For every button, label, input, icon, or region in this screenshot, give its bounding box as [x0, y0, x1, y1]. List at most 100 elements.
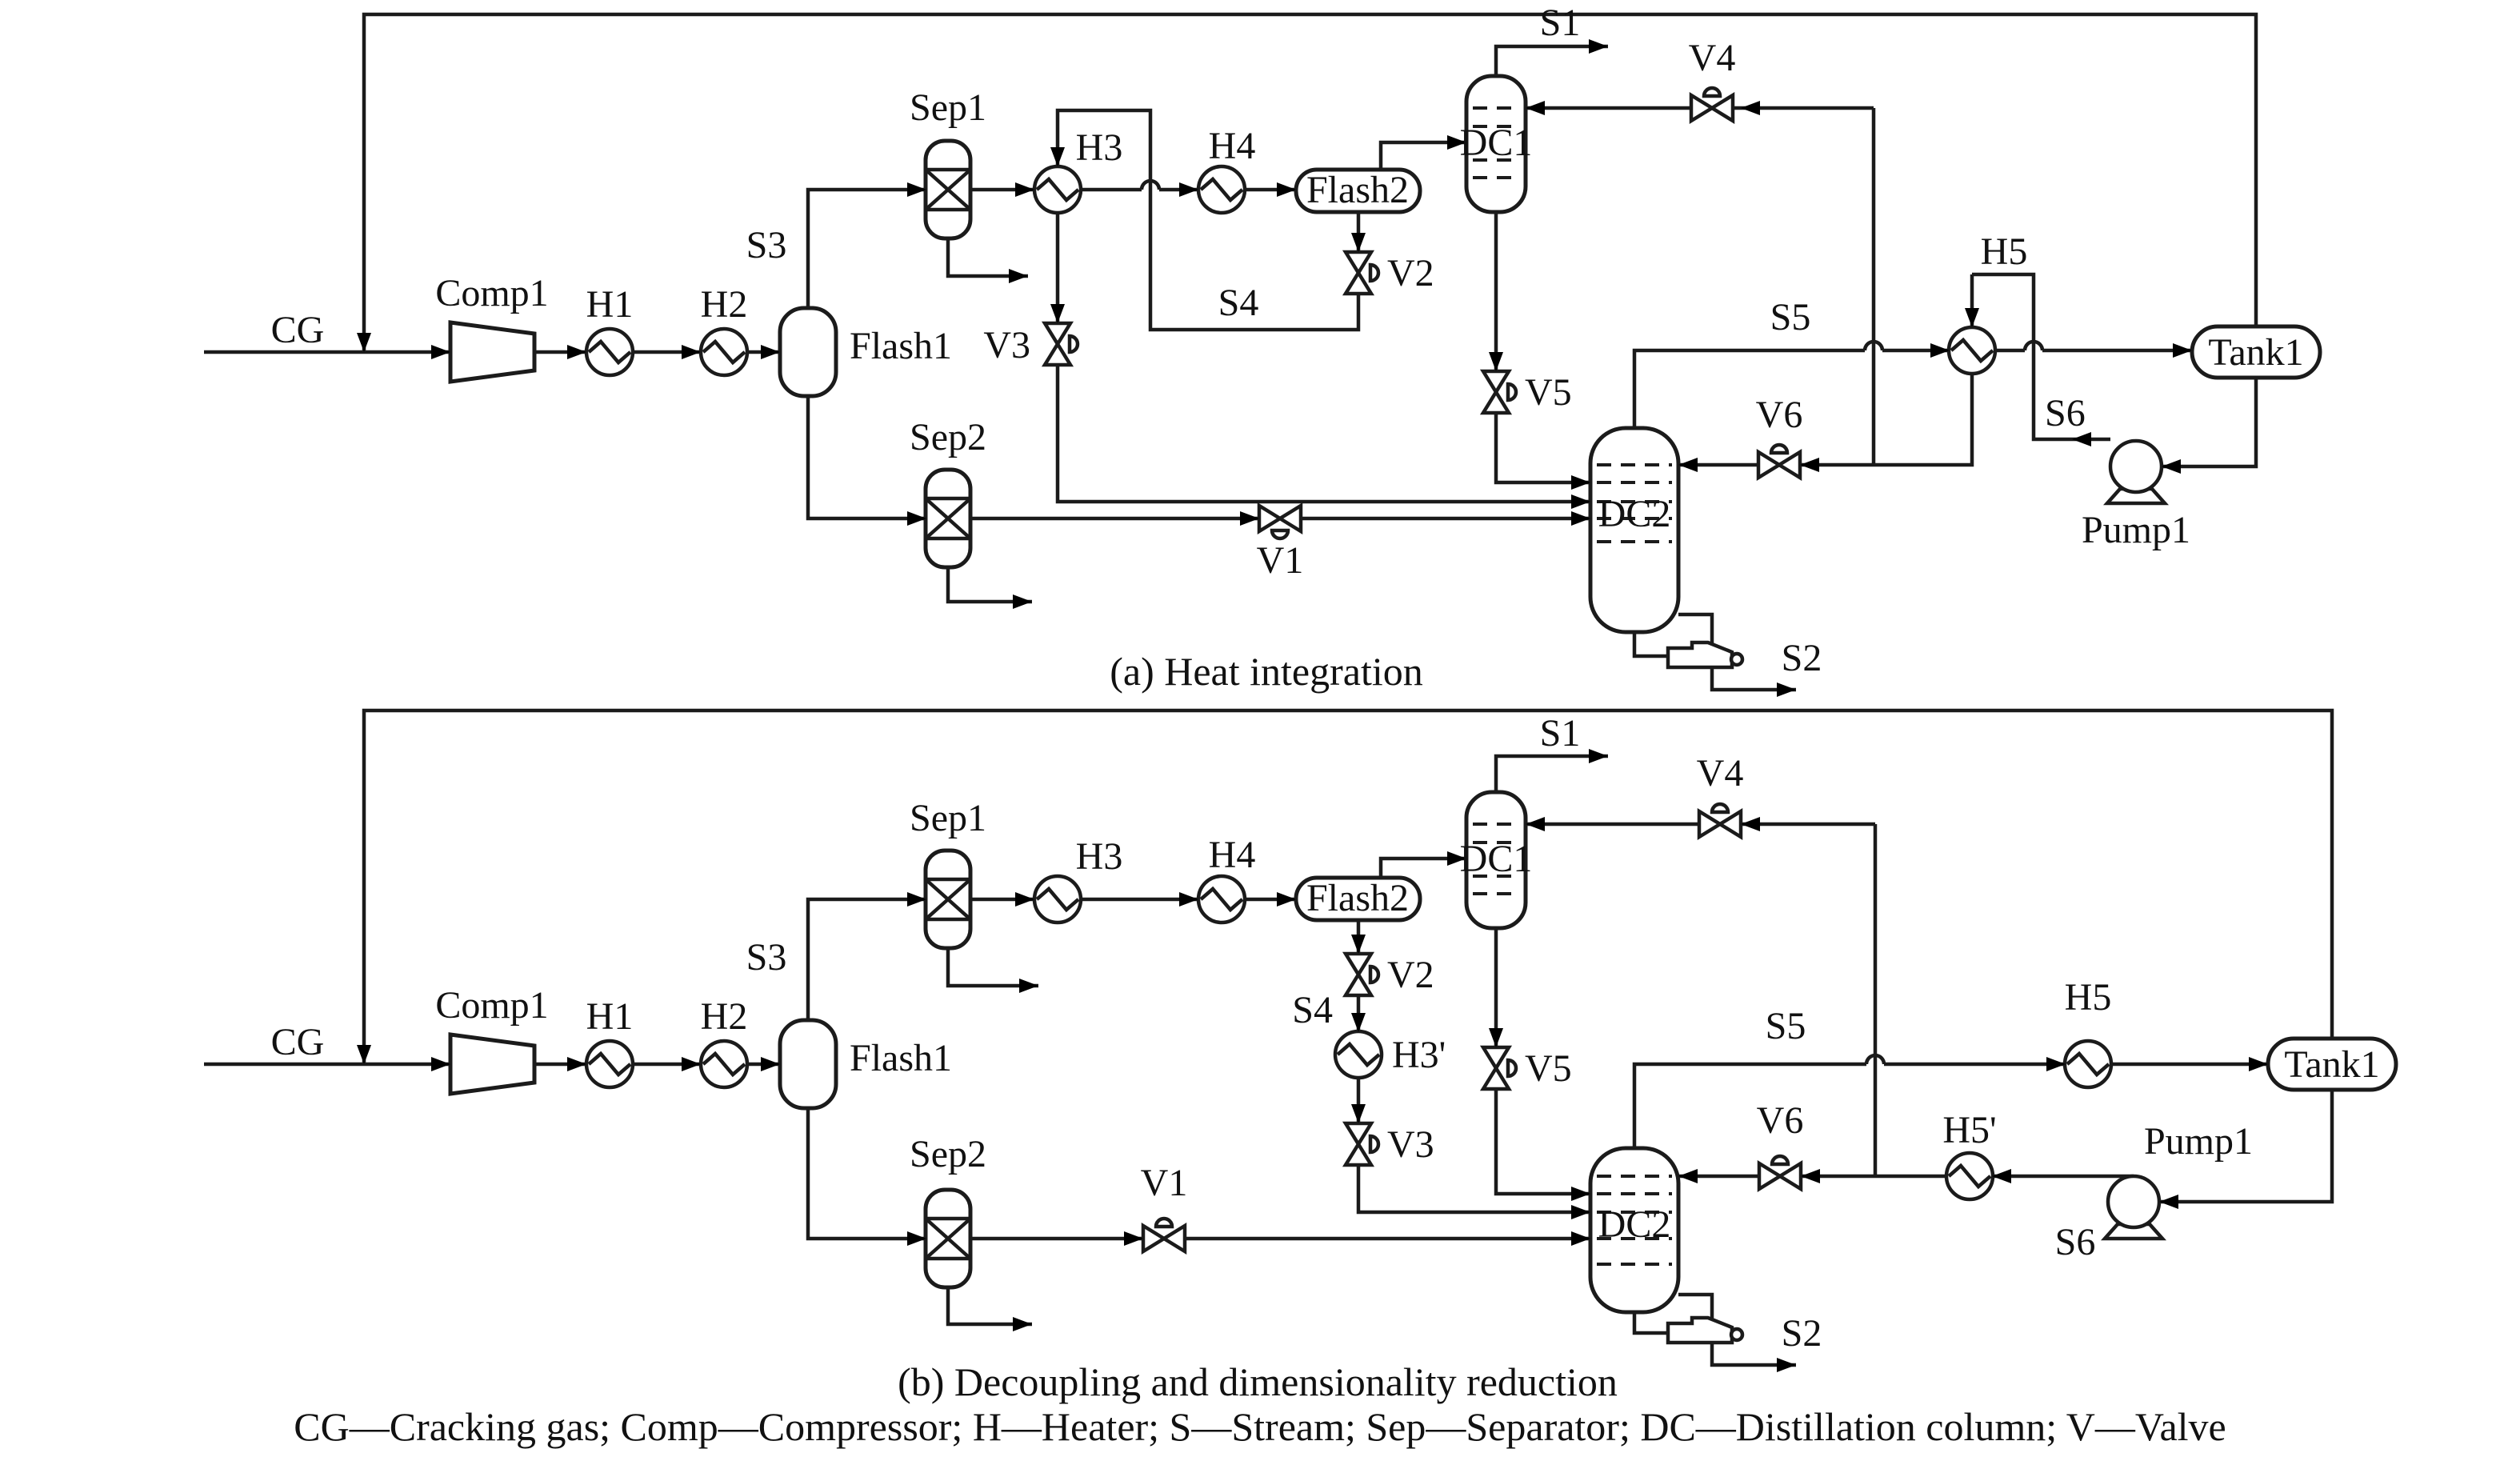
dc1-label: DC1: [1460, 122, 1533, 164]
pump1-label: Pump1: [2144, 1120, 2253, 1163]
sep1-purge: [946, 948, 1038, 988]
flow-arrows-b: [357, 749, 2268, 1372]
flash2-vessel: [1294, 167, 1422, 214]
s3-label: S3: [746, 224, 787, 266]
v6-label: V6: [1757, 1099, 1804, 1142]
stream-label-cg: CG: [271, 1021, 325, 1063]
s3-line: [806, 187, 926, 308]
v5-valve-icon: [1483, 1047, 1516, 1089]
comp1-label: Comp1: [435, 272, 548, 314]
flash1-sep2-line: [806, 1108, 926, 1241]
v6-line: [1678, 374, 1974, 467]
s3-label: S3: [746, 936, 787, 979]
v1-label: V1: [1257, 539, 1304, 582]
h3-prime-heater-icon: [1335, 1031, 1382, 1078]
flow-arrows-a: [357, 39, 2192, 697]
s4-label: S4: [1292, 989, 1333, 1031]
s5-label: S5: [1770, 296, 1811, 338]
v2-valve-icon: [1346, 252, 1378, 294]
s3-line: [806, 897, 926, 1020]
v3-line: [1055, 213, 1590, 504]
v1-valve-icon: [1259, 506, 1301, 538]
h5-heater-icon: [2065, 1041, 2111, 1087]
tank1-label: Tank1: [2284, 1043, 2379, 1086]
v3-valve-icon: [1045, 323, 1078, 365]
v3-label: V3: [983, 324, 1030, 366]
legend: CG—Cracking gas; Comp—Compressor; H—Heat…: [294, 1404, 2226, 1449]
tank1-vessel: [2266, 1036, 2398, 1092]
s1-line: [1494, 754, 1608, 792]
recycle-line: [362, 708, 2334, 1064]
sep2-vessel: [926, 470, 970, 567]
s5-label: S5: [1766, 1005, 1806, 1047]
h1-label: H1: [586, 283, 634, 326]
h4-heater-icon: [1198, 166, 1245, 213]
v4-valve-icon: [1699, 804, 1741, 837]
h5-label: H5: [2065, 976, 2112, 1019]
s2-line: [1710, 667, 1796, 692]
dc1-trays: [1473, 823, 1519, 895]
dc1-label: DC1: [1460, 838, 1533, 880]
h2-heater-icon: [701, 329, 747, 375]
sep2-label: Sep2: [910, 416, 986, 458]
dc2-column: [1588, 1146, 1681, 1315]
s2-label: S2: [1782, 637, 1822, 679]
v4-label: V4: [1697, 752, 1744, 795]
dc2-label: DC2: [1598, 1203, 1671, 1246]
h2-heater-icon: [701, 1041, 747, 1087]
recycle-line: [362, 12, 2258, 352]
s1-line: [1494, 44, 1608, 76]
dc1-feed-line: [1378, 140, 1466, 170]
s4-line: [1055, 108, 1361, 332]
equipment-b: [448, 790, 2398, 1343]
diagram-a: CG Comp1 H1 H2 Flash1 S3 Sep1 H3 H4 Flas…: [204, 2, 2322, 697]
sep2-purge: [946, 1287, 1032, 1327]
tank1-label: Tank1: [2208, 331, 2303, 374]
v5-line: [1494, 928, 1590, 1196]
caption-b: (b) Decoupling and dimensionality reduct…: [898, 1359, 1618, 1404]
dc2-trays: [1597, 463, 1672, 543]
v1-valve-icon: [1143, 1219, 1185, 1251]
flash2-label: Flash2: [1306, 877, 1409, 919]
v2-label: V2: [1387, 954, 1434, 996]
h4-label: H4: [1209, 125, 1256, 167]
s2-line: [1710, 1344, 1796, 1367]
s5-line: [1632, 1062, 2065, 1148]
dc2-column: [1588, 426, 1681, 634]
h3-heater-icon: [1034, 876, 1081, 923]
labels-a: CG Comp1 H1 H2 Flash1 S3 Sep1 H3 H4 Flas…: [271, 2, 2304, 679]
v6-valve-icon: [1758, 445, 1800, 478]
sep2-label: Sep2: [910, 1133, 986, 1175]
crossover-bump: [1862, 339, 1885, 351]
s1-label: S1: [1540, 712, 1581, 755]
equipment-a: [448, 74, 2322, 667]
h3-label: H3: [1076, 835, 1123, 878]
h5-prime-heater-icon: [1946, 1153, 1993, 1199]
sep2-purge: [946, 565, 1032, 604]
flash2-label: Flash2: [1306, 169, 1409, 211]
h3-heater-icon: [1034, 166, 1081, 213]
v5-valve-icon: [1483, 371, 1516, 413]
h4-label: H4: [1209, 834, 1256, 876]
v4-label: V4: [1689, 37, 1736, 79]
h1-label: H1: [586, 995, 634, 1038]
h1-heater-icon: [586, 329, 633, 375]
sep2-vessel: [926, 1190, 970, 1287]
pipes-b: [204, 708, 2334, 1367]
dc2-reboiler-icon: [1668, 642, 1742, 667]
sep1-label: Sep1: [910, 86, 986, 129]
dc1-feed-line: [1378, 856, 1466, 878]
v4-valve-icon: [1691, 88, 1733, 121]
tank1-vessel: [2190, 324, 2322, 380]
sep1-label: Sep1: [910, 797, 986, 839]
h2-label: H2: [701, 283, 748, 326]
dc2-reboiler-icon: [1668, 1318, 1742, 1343]
diagram-b: CG Comp1 H1 H2 Flash1 S3 Sep1 H3 H4 Flas…: [204, 708, 2398, 1372]
s2-label: S2: [1782, 1312, 1822, 1355]
flash1-sep2-line: [806, 396, 926, 521]
pump1-icon: [2105, 1176, 2162, 1239]
v6-label: V6: [1756, 394, 1803, 436]
caption-a: (a) Heat integration: [1110, 649, 1422, 694]
v5-label: V5: [1525, 371, 1572, 414]
pump-suction: [2162, 378, 2258, 469]
